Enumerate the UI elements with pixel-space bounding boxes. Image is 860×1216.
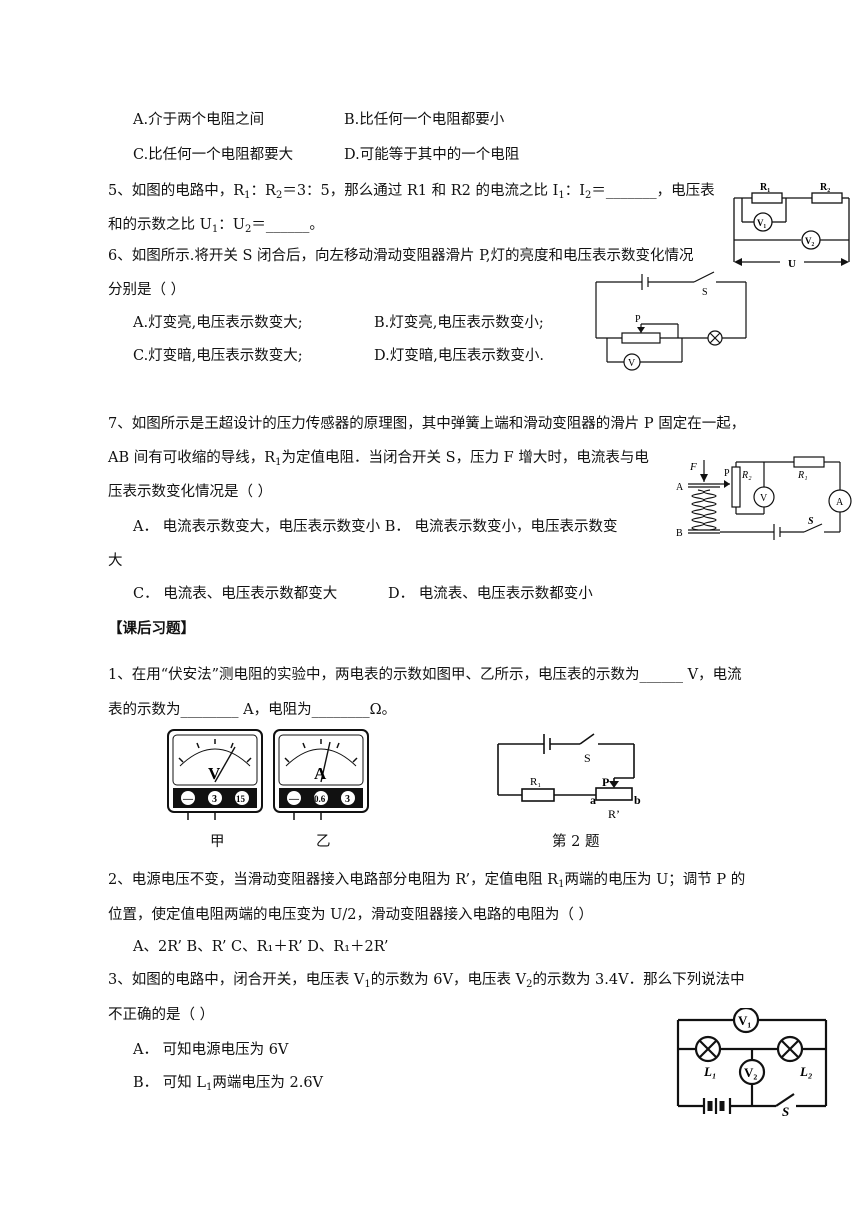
q6-line2: 分别是（ ） [108, 282, 186, 298]
q5-fig-v1: V₁ [757, 218, 766, 228]
q7-option-ab-wrap: 大 [108, 553, 123, 569]
q5-circuit-diagram: R₁ R₂ V₁ V₂ U [724, 180, 854, 275]
q7-option-d: D． 电流表、电压表示数都变小 [388, 586, 593, 602]
h3-option-a: A． 可知电源电压为 6V [133, 1042, 289, 1058]
q7-line2: AB 间有可收缩的导线，R1为定值电阻．当闭合开关 S，压力 F 增大时，电流表… [108, 450, 649, 468]
q7-line1: 7、如图所示是王超设计的压力传感器的原理图，其中弹簧上端和滑动变阻器的滑片 P … [108, 416, 746, 432]
h2-line1: 2、电源电压不变，当滑动变阻器接入电路部分电阻为 R’，定值电阻 R1两端的电压… [108, 872, 746, 890]
ammeter-terminal-neg: — [288, 794, 300, 805]
voltmeter-letter: V [208, 764, 221, 783]
h2-fig-b: b [634, 793, 641, 807]
q5-fig-u: U [788, 258, 796, 270]
q7-option-c: C． 电流表、电压表示数都变大 [133, 586, 338, 602]
q6-line1: 6、如图所示.将开关 S 闭合后，向左移动滑动变阻器滑片 P,灯的亮度和电压表示… [108, 248, 694, 264]
h3-fig-l2: L₂ [799, 1064, 812, 1079]
q7-fig-am: A [836, 497, 844, 508]
q7-fig-b: B [676, 528, 683, 539]
h3-fig-v1: V₁ [738, 1013, 751, 1028]
q4-option-b: B.比任何一个电阻都要小 [344, 112, 505, 128]
ammeter-figure: A — 0.6 3 [272, 728, 370, 820]
q4-option-d: D.可能等于其中的一个电阻 [344, 147, 520, 163]
h3-line1: 3、如图的电路中，闭合开关，电压表 V1的示数为 6V，电压表 V2的示数为 3… [108, 972, 745, 990]
q6-option-b: B.灯变亮,电压表示数变小; [374, 315, 544, 331]
q6-option-c: C.灯变暗,电压表示数变大; [133, 348, 303, 364]
q5-line1: 5、如图的电路中，R1：R2＝3：5，那么通过 R1 和 R2 的电流之比 I1… [108, 183, 715, 201]
q5-fig-r1: R₁ [760, 182, 770, 193]
q6-circuit-diagram: S P V [590, 262, 755, 380]
meter-caption-jia: 甲 [210, 834, 225, 850]
q7-fig-s: S [808, 516, 814, 527]
h2-line2: 位置，使定值电阻两端的电压变为 U/2，滑动变阻器接入电路的电阻为（ ） [108, 907, 594, 923]
voltmeter-terminal-3: 3 [212, 794, 217, 805]
q7-fig-a: A [676, 482, 684, 493]
q6-option-a: A.灯变亮,电压表示数变大; [133, 315, 303, 331]
q7-fig-r1: R₁ [797, 470, 808, 481]
q7-option-ab: A． 电流表示数变大，电压表示数变小 B． 电流表示数变小，电压表示数变 [133, 519, 618, 535]
h3-circuit-diagram: V₁ V₂ L₁ L₂ S [672, 1008, 832, 1118]
meter-caption-yi: 乙 [316, 834, 331, 850]
q6-fig-v: V [628, 358, 636, 369]
q4-option-c: C.比任何一个电阻都要大 [133, 147, 294, 163]
h2-options: A、2R’ B、R’ C、R₁＋R’ D、R₁＋2R’ [133, 939, 389, 955]
q7-line3: 压表示数变化情况是（ ） [108, 484, 273, 500]
q7-fig-v: V [760, 493, 768, 504]
h3-line2: 不正确的是（ ） [108, 1007, 215, 1023]
h3-option-b: B． 可知 L1两端电压为 2.6V [133, 1075, 324, 1093]
h3-fig-v2: V₂ [744, 1065, 757, 1080]
fig2-caption: 第 2 题 [552, 834, 600, 850]
h2-fig-p: P [602, 775, 609, 789]
h3-fig-s: S [782, 1104, 789, 1118]
ammeter-terminal-3: 3 [345, 794, 350, 805]
q6-fig-s: S [702, 287, 708, 298]
h2-fig-a: a [590, 793, 596, 807]
q7-fig-r2: R₂ [741, 470, 752, 481]
h1-line1: 1、在用“伏安法”测电阻的实验中，两电表的示数如图甲、乙所示，电压表的示数为__… [108, 667, 742, 683]
h1-line2: 表的示数为________ A，电阻为________Ω。 [108, 702, 397, 718]
voltmeter-terminal-15: 15 [236, 794, 246, 804]
q7-fig-p: P [724, 468, 730, 479]
h3-fig-l1: L₁ [703, 1064, 716, 1079]
h2-fig-r1: R₁ [530, 776, 541, 788]
section-title: 【课后习题】 [108, 620, 195, 637]
q5-fig-r2: R₂ [820, 182, 830, 193]
q6-fig-p: P [635, 314, 641, 325]
h2-fig-s: S [584, 751, 591, 765]
q5-fig-v2: V₂ [805, 236, 814, 246]
q7-circuit-diagram: F A B P R₂ R₁ V A S [674, 452, 854, 544]
q5-line2: 和的示数之比 U1：U2＝______。 [108, 217, 324, 235]
voltmeter-figure: V — 3 15 [166, 728, 264, 820]
q7-fig-f: F [689, 461, 697, 473]
h2-circuit-diagram: S R₁ P a b R’ [490, 728, 650, 823]
ammeter-terminal-0-6: 0.6 [314, 794, 326, 804]
ammeter-letter: A [314, 764, 327, 783]
h2-fig-rp: R’ [608, 807, 620, 821]
voltmeter-terminal-neg: — [182, 794, 194, 805]
q4-option-a: A.介于两个电阻之间 [133, 112, 265, 128]
q6-option-d: D.灯变暗,电压表示数变小. [374, 348, 544, 364]
